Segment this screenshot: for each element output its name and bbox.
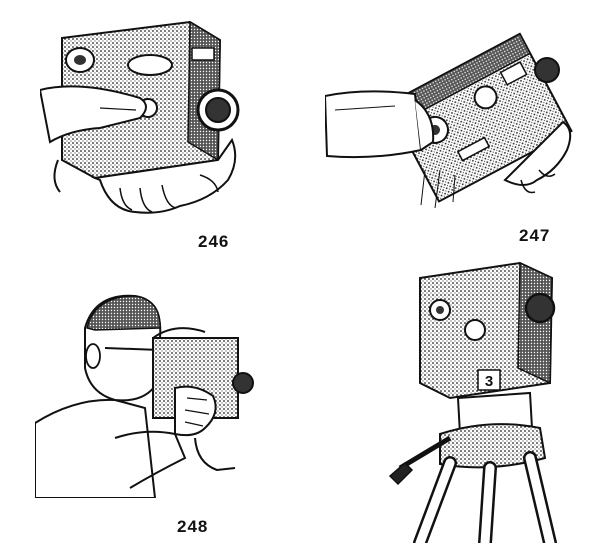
figure-249-illustration: 3	[388, 261, 557, 543]
plate-number: 3	[485, 373, 493, 390]
figure-247-illustration	[325, 32, 573, 209]
figure-249: 3	[380, 258, 580, 543]
figure-246-caption: 246	[198, 232, 230, 251]
figure-248-caption: 248	[177, 517, 209, 536]
figure-248-illustration	[35, 294, 254, 498]
plate-number-box	[477, 369, 501, 391]
figure-247	[325, 30, 590, 230]
figure-246	[40, 10, 260, 220]
figure-246-illustration	[40, 20, 240, 214]
figure-248	[35, 288, 265, 498]
figure-247-caption: 247	[519, 226, 551, 245]
